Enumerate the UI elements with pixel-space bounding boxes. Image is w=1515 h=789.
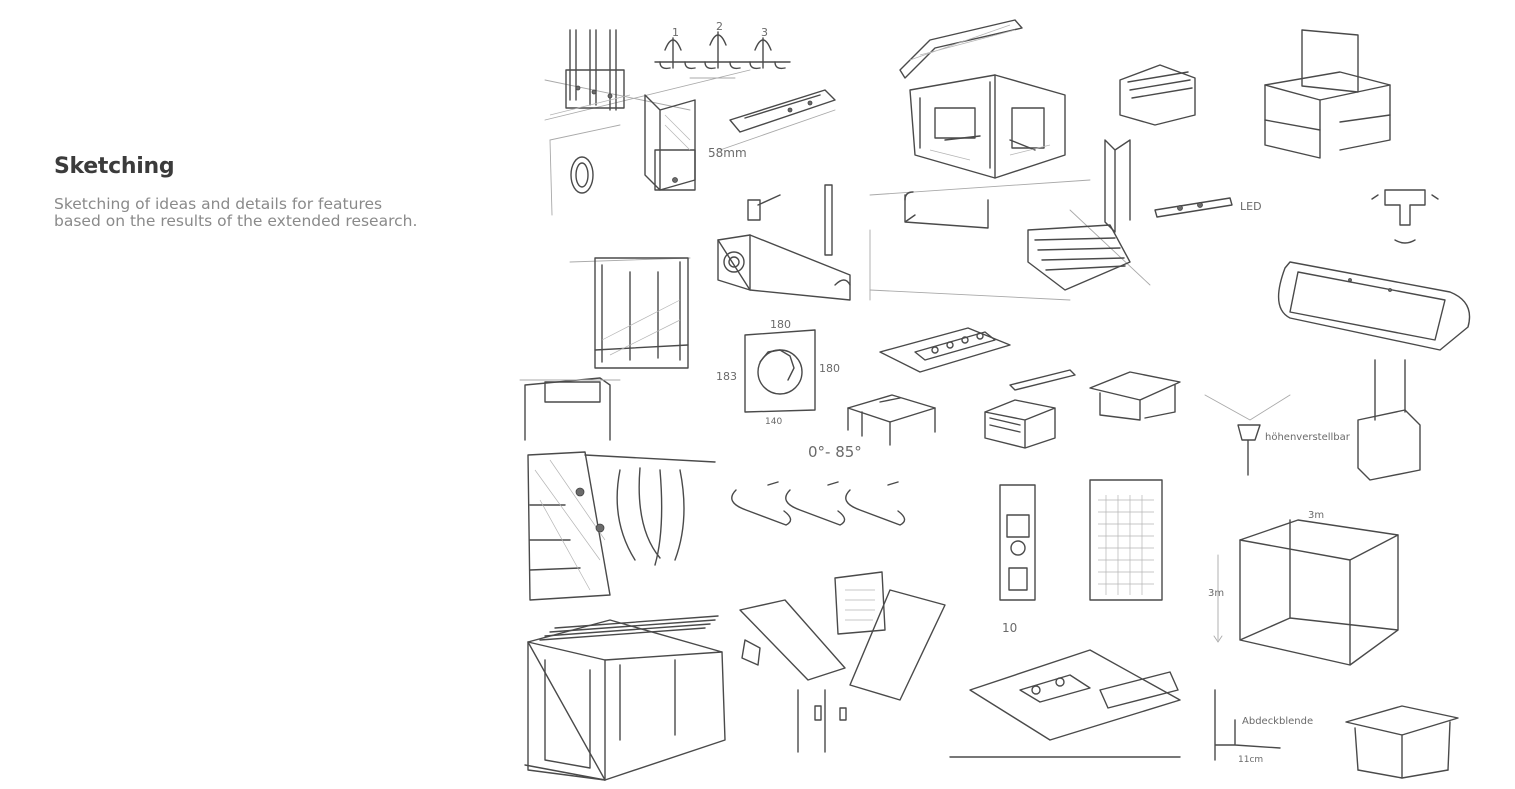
sketch-sheet: 1 2 3 58mm xyxy=(490,0,1515,789)
label-hoehenverstellbar: höhenverstellbar xyxy=(1265,432,1351,443)
sketch-window-frame xyxy=(569,257,691,369)
sketch-cube-stool xyxy=(984,369,1076,449)
dim-180-top: 180 xyxy=(770,318,791,331)
sketch-room-lines xyxy=(869,209,1151,301)
sketch-pullout xyxy=(519,377,621,441)
sketch-wall-shelf xyxy=(869,179,1091,229)
page-description: Sketching of ideas and details for featu… xyxy=(54,196,474,230)
sketch-speaker xyxy=(1277,261,1471,351)
sketch-tablet-holder xyxy=(739,571,946,753)
sketch-fan-box: 180 183 180 140 xyxy=(716,318,840,427)
sketch-clamps: 1 2 3 xyxy=(654,20,791,79)
sketch-coffee-table xyxy=(1089,371,1181,421)
sketch-small-table xyxy=(847,394,936,446)
sketch-top-rail xyxy=(899,19,1023,79)
sketch-rail: 58mm xyxy=(708,89,836,160)
sketch-duct xyxy=(717,234,851,301)
sketch-armchair xyxy=(1264,29,1391,159)
sketch-grid-panel xyxy=(1089,479,1163,601)
dim-11cm: 11cm xyxy=(1238,755,1263,765)
sketch-socket-bar xyxy=(879,327,1011,373)
sketch-room-cube xyxy=(909,74,1066,179)
clamp-label-3: 3 xyxy=(761,26,768,39)
dim-3m-side: 3m xyxy=(1208,588,1224,599)
dim-140: 140 xyxy=(765,417,782,427)
label-led: LED xyxy=(1240,200,1262,213)
sketch-connector xyxy=(1371,189,1439,244)
sketch-post-joint xyxy=(544,29,751,121)
clamp-label-2: 2 xyxy=(716,20,723,33)
sketch-shelf-curtain xyxy=(527,451,716,601)
sketch-slatted-cube xyxy=(524,615,726,781)
sketch-post-socket xyxy=(1357,359,1421,481)
sketch-cover-panel: Abdeckblende 11cm xyxy=(1214,689,1313,765)
dim-10: 10 xyxy=(1002,621,1017,635)
sketch-hooks: 0°- 85° xyxy=(731,443,906,526)
description-line-1: Sketching of ideas and details for featu… xyxy=(54,195,383,213)
dim-angle: 0°- 85° xyxy=(808,443,862,461)
sketch-led-strip: LED xyxy=(1154,197,1262,218)
dim-3m-top: 3m xyxy=(1308,510,1324,521)
sketch-counter-sockets xyxy=(949,649,1181,758)
sketch-round-fitting xyxy=(549,124,621,216)
sketch-collage: 1 2 3 58mm xyxy=(519,19,1471,781)
caption-block: Sketching Sketching of ideas and details… xyxy=(54,154,474,230)
sketch-3m-cube: 3m 3m xyxy=(1208,510,1399,666)
dim-58mm: 58mm xyxy=(708,146,747,160)
sketch-socket-panel: 10 xyxy=(999,484,1036,635)
sketch-louvre-box xyxy=(1119,64,1196,126)
sketch-side-table xyxy=(1345,705,1459,779)
description-line-2: based on the results of the extended res… xyxy=(54,212,418,230)
clamp-label-1: 1 xyxy=(672,26,679,39)
dim-180-right: 180 xyxy=(819,362,840,375)
label-abdeckblende: Abdeckblende xyxy=(1242,716,1313,727)
sketch-level-foot: höhenverstellbar xyxy=(1204,394,1351,476)
page-title: Sketching xyxy=(54,154,175,179)
sketch-slatted-floor xyxy=(1027,139,1131,291)
sketch-clip xyxy=(747,184,851,286)
dim-183: 183 xyxy=(716,370,737,383)
sketch-vertical-profile xyxy=(644,94,696,191)
